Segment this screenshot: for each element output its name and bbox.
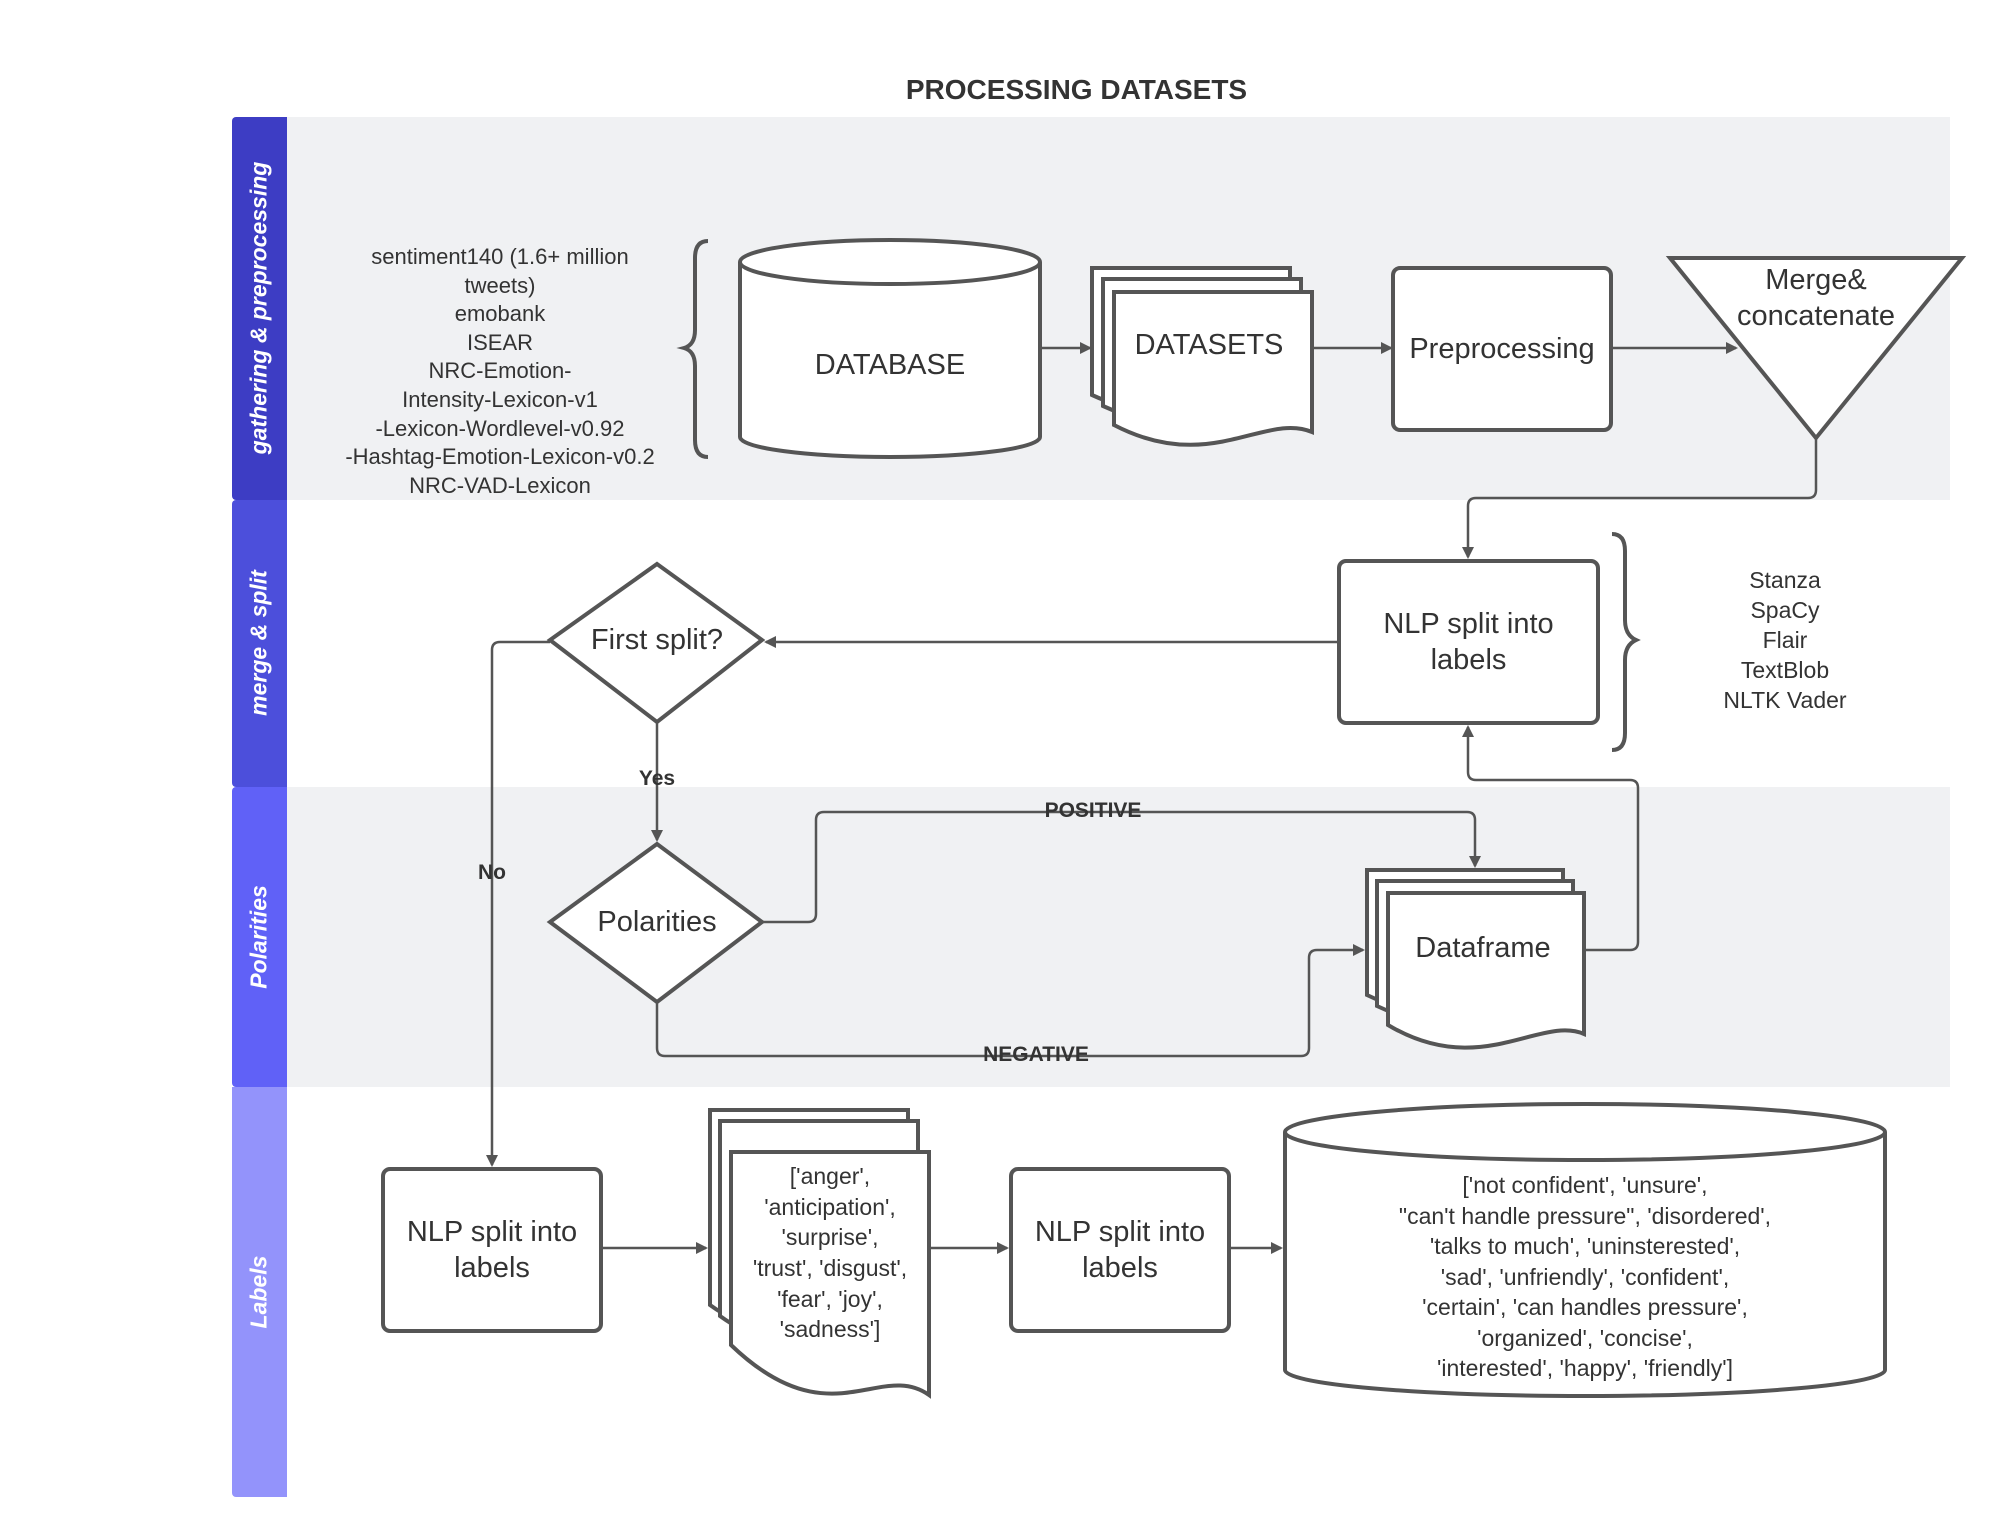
database-cylinder: [738, 262, 1042, 459]
edge-merge-nlp-top: [1462, 438, 1818, 559]
edge-label-yes: Yes: [638, 767, 676, 790]
sources-brace: [676, 239, 709, 459]
nlp-split-left-box: [381, 1167, 603, 1333]
tools-note: Stanza SpaCy Flair TextBlob NLTK Vader: [1723, 567, 1847, 713]
preprocessing-label: Preprocessing: [1409, 332, 1595, 365]
datasets-doc-front: [1112, 290, 1314, 447]
datasets-label: DATASETS: [1134, 328, 1284, 361]
edge-polarities-positive: [762, 810, 1481, 924]
edge-label-positive: POSITIVE: [1044, 799, 1142, 822]
emotions-doc-front: [729, 1150, 931, 1399]
lane-band-polarities: [287, 787, 1950, 1087]
lane-tab-gathering: [232, 117, 287, 500]
edge-label-negative: NEGATIVE: [983, 1043, 1089, 1066]
merge-label: Merge& concatenate: [1736, 263, 1895, 332]
nlp-split-mid-box: [1009, 1167, 1231, 1333]
edge-label-no: No: [478, 861, 506, 884]
emotions-doc-label: ['anger', 'anticipation', 'surprise', 't…: [752, 1163, 908, 1343]
nlp-split-top-label: NLP split into labels: [1383, 607, 1554, 676]
edge-polarities-negative: [655, 944, 1365, 1058]
sources-note: sentiment140 (1.6+ million tweets) emoba…: [345, 244, 655, 498]
polarities-label: Polarities: [597, 905, 717, 938]
lane-tab-labels: [232, 1087, 287, 1497]
dataframe-doc-front: [1386, 891, 1586, 1050]
database-label: DATABASE: [814, 348, 966, 381]
nlp-split-left-label: NLP split into labels: [406, 1215, 578, 1284]
lane-tab-polarities: [232, 787, 287, 1087]
merge-triangle: [1665, 256, 1967, 442]
tools-brace: [1611, 532, 1641, 752]
nlp-split-mid-label: NLP split into labels: [1034, 1215, 1206, 1284]
dataframe-label: Dataframe: [1415, 931, 1551, 964]
diagram-title: PROCESSING DATASETS: [905, 74, 1248, 105]
labels-db-top: [1283, 1102, 1887, 1162]
database-top: [738, 238, 1042, 286]
edge-dataframe-nlp-top: [1462, 725, 1640, 952]
labels-db-cylinder: [1283, 1132, 1887, 1398]
first-split-label: First split?: [590, 623, 724, 656]
lane-tab-merge-split: [232, 500, 287, 787]
labels-db-label: ['not confident', 'unsure', "can't handl…: [1398, 1171, 1772, 1382]
edge-first-split-nlp-left: [486, 640, 550, 1167]
